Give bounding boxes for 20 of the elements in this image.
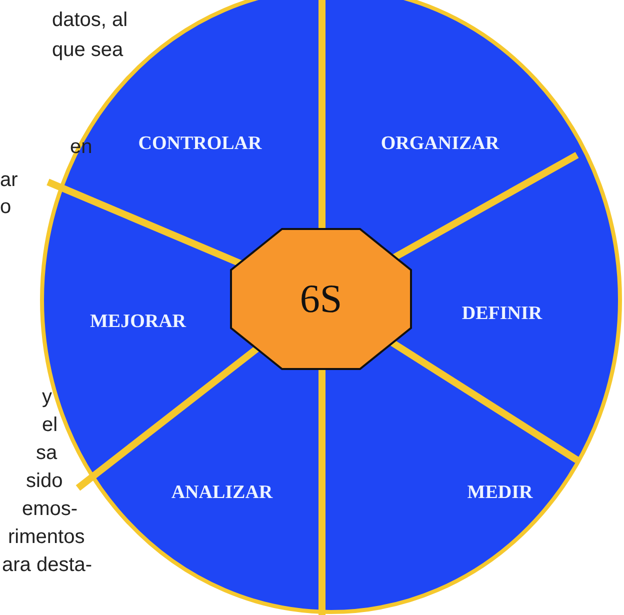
text-fragment: ar — [0, 168, 18, 192]
octagon — [230, 228, 412, 370]
sector-label: ANALIZAR — [171, 481, 273, 505]
sector-label: CONTROLAR — [138, 132, 262, 156]
text-fragment: en — [70, 135, 92, 159]
sector-label: MEJORAR — [90, 310, 186, 334]
text-fragment: datos, al — [52, 8, 128, 32]
text-fragment: o — [0, 195, 12, 219]
sector-label: MEDIR — [467, 481, 533, 505]
text-fragment: ara desta- — [2, 553, 92, 577]
text-fragment: emos- — [22, 497, 78, 521]
text-fragment: el — [42, 413, 58, 437]
text-fragment: rimentos — [8, 525, 85, 549]
sector-label: ORGANIZAR — [380, 132, 500, 156]
sector-label: DEFINIR — [462, 302, 542, 326]
text-fragment: sido — [26, 469, 63, 493]
text-fragment: sa — [36, 441, 58, 465]
text-fragment: y — [42, 385, 52, 409]
text-fragment: que sea — [52, 38, 124, 62]
center-label: 6S — [300, 277, 342, 321]
